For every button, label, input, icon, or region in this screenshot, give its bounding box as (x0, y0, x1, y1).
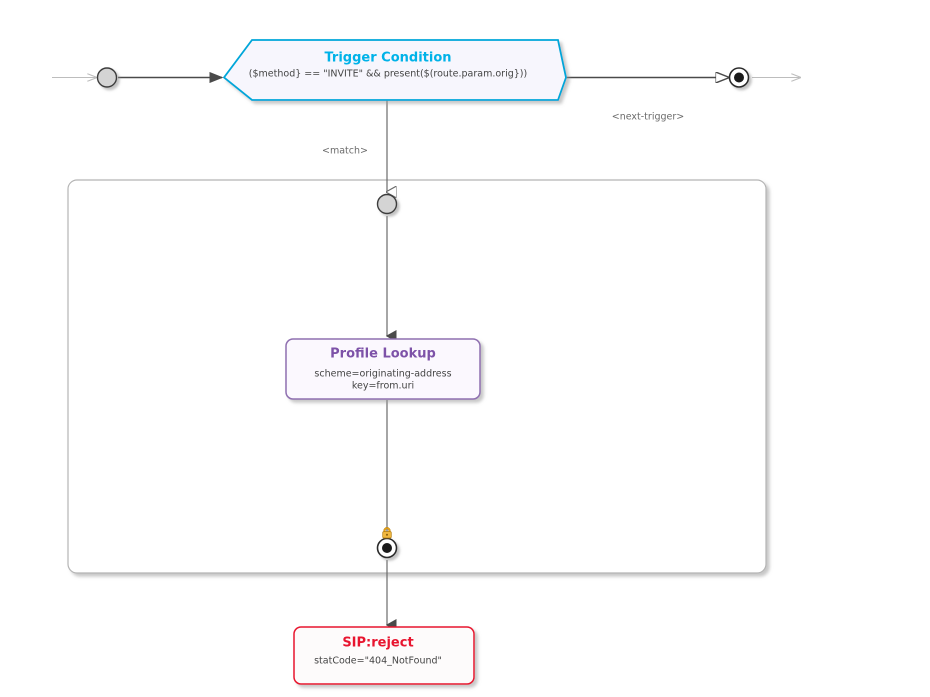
profile-lookup-scheme: scheme=originating-address (314, 369, 451, 380)
trigger-condition-title: Trigger Condition (324, 51, 451, 66)
sip-reject-title: SIP:reject (342, 636, 413, 651)
match-branch-end-node[interactable] (376, 537, 398, 559)
start-node[interactable] (96, 67, 118, 88)
match-branch-start-circle[interactable] (376, 193, 398, 215)
next-trigger-end-inner (734, 72, 744, 83)
match-branch-start-node[interactable] (376, 193, 398, 215)
profile-lookup-node[interactable] (285, 338, 481, 400)
next-trigger-end-node[interactable] (728, 67, 750, 88)
edge-label-next-trigger: <next-trigger> (612, 112, 684, 123)
trigger-condition-expression: ($method} == "INVITE" && present($(route… (249, 69, 527, 80)
sip-reject-shape[interactable] (293, 626, 475, 685)
sip-reject-node[interactable] (293, 626, 475, 685)
trigger-condition-shape[interactable] (222, 39, 567, 101)
lock-icon-keyhole (386, 533, 388, 536)
start-node-circle[interactable] (96, 67, 118, 88)
edge-label-match: <match> (322, 146, 368, 157)
profile-lookup-title: Profile Lookup (330, 347, 436, 362)
trigger-condition-node[interactable] (222, 39, 567, 101)
match-branch-end-inner (382, 543, 392, 553)
lock-icon (382, 527, 392, 539)
sip-reject-statcode: statCode="404_NotFound" (314, 656, 442, 667)
profile-lookup-shape[interactable] (285, 338, 481, 400)
profile-lookup-key: key=from.uri (352, 381, 414, 392)
